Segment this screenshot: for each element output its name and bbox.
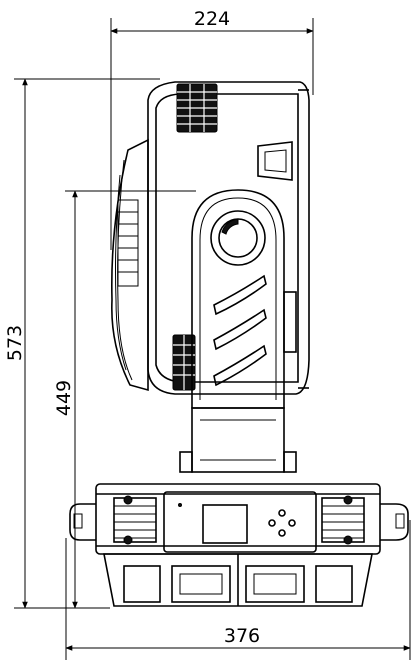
- yoke-vents: [213, 274, 267, 387]
- bottom-vent-grille: [172, 334, 196, 391]
- dim-yoke-height: 449: [53, 380, 75, 416]
- menu-buttons: [268, 509, 296, 537]
- lcd-display: [202, 504, 248, 544]
- dim-total-height: 573: [4, 325, 26, 361]
- back-vent-ribs: [117, 199, 139, 287]
- yoke-arm: [179, 189, 297, 473]
- top-vent-grille: [176, 83, 218, 133]
- base-feet: [123, 554, 353, 606]
- fixture-head: [111, 81, 310, 395]
- right-handle: [380, 503, 409, 541]
- fixture-base: [69, 483, 409, 607]
- dim-top-width: 224: [194, 8, 230, 30]
- left-handle: [69, 503, 96, 541]
- base-right-vent: [321, 497, 365, 543]
- control-panel: [163, 491, 317, 553]
- dim-bottom-width: 376: [224, 625, 260, 647]
- tilt-hub: [210, 210, 266, 266]
- base-left-vent: [113, 497, 157, 543]
